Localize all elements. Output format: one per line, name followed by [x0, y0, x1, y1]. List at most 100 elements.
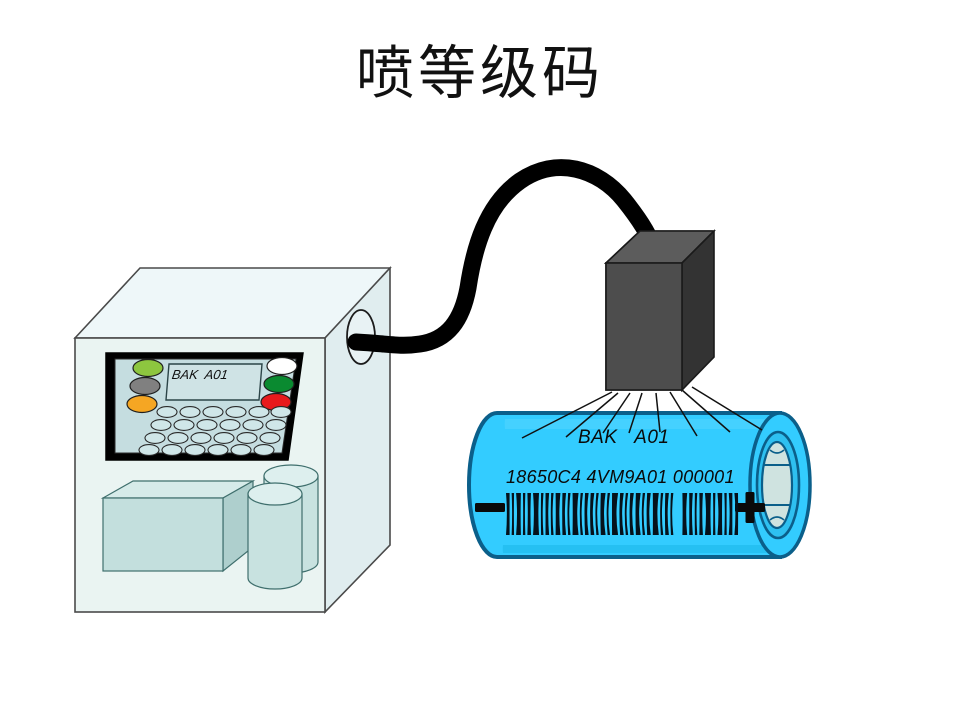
- spray-line: [602, 392, 631, 434]
- keypad-key[interactable]: [270, 406, 292, 418]
- barcode-bar: [567, 493, 571, 535]
- terminal-vent-line: [769, 449, 785, 454]
- barcode-bar: [562, 493, 567, 535]
- lcd-display[interactable]: [165, 363, 263, 401]
- button-gray[interactable]: [129, 376, 161, 396]
- keypad-key[interactable]: [156, 406, 178, 418]
- keypad-row[interactable]: [144, 432, 281, 444]
- button-orange[interactable]: [126, 394, 158, 414]
- keypad-key[interactable]: [242, 419, 264, 431]
- keypad-key[interactable]: [253, 444, 275, 456]
- keypad-key[interactable]: [173, 419, 195, 431]
- barcode-bar: [629, 493, 634, 535]
- keypad-key[interactable]: [259, 432, 281, 444]
- barcode-bar: [579, 493, 583, 535]
- button-white[interactable]: [266, 356, 298, 376]
- front-drawer[interactable]: [100, 479, 256, 573]
- barcode-bar: [572, 493, 579, 535]
- keypad-key[interactable]: [144, 432, 166, 444]
- barcode-bar: [682, 493, 688, 535]
- keypad-key[interactable]: [202, 406, 224, 418]
- battery-shade: [502, 545, 778, 553]
- keypad-key[interactable]: [236, 432, 258, 444]
- barcode-bar: [734, 493, 739, 535]
- barcode-bar: [728, 493, 733, 535]
- barcode-bar: [670, 493, 674, 535]
- keypad-key[interactable]: [184, 444, 206, 456]
- barcode-bar: [516, 493, 521, 535]
- spray-line: [628, 392, 643, 434]
- keypad-key[interactable]: [265, 419, 287, 431]
- barcode-bar: [584, 493, 589, 535]
- barcode-bar: [595, 493, 599, 535]
- barcode-bar: [550, 493, 554, 535]
- keypad-key[interactable]: [150, 419, 172, 431]
- barcode-bar: [635, 493, 641, 535]
- barcode-bar: [555, 493, 561, 535]
- spray-line: [655, 392, 661, 433]
- battery-barcode: [506, 493, 739, 535]
- barcode-bar: [619, 493, 624, 535]
- barcode-bar: [606, 493, 611, 535]
- positive-terminal-marker: [735, 492, 765, 523]
- keypad-key[interactable]: [167, 432, 189, 444]
- barcode-bar: [611, 493, 619, 535]
- barcode-bar: [660, 493, 664, 535]
- spray-lines: [521, 386, 763, 439]
- keypad-key[interactable]: [161, 444, 183, 456]
- keypad-key[interactable]: [213, 432, 235, 444]
- negative-terminal-marker: [475, 503, 505, 512]
- keypad-key[interactable]: [230, 444, 252, 456]
- keypad-key[interactable]: [248, 406, 270, 418]
- barcode-bar: [699, 493, 703, 535]
- printer-control-panel[interactable]: [105, 352, 304, 461]
- print-head[interactable]: [603, 229, 716, 393]
- keypad-key[interactable]: [138, 444, 160, 456]
- barcode-bar: [545, 493, 550, 535]
- spray-line: [565, 392, 619, 438]
- print-head-cable: [347, 159, 663, 354]
- barcode-bar: [506, 493, 510, 535]
- barcode-bar: [652, 493, 659, 535]
- barcode-bar: [664, 493, 669, 535]
- battery-sheen: [504, 419, 778, 429]
- cylindrical-battery-18650[interactable]: [467, 411, 812, 559]
- keypad-row[interactable]: [138, 444, 275, 456]
- spray-line: [681, 389, 731, 433]
- barcode-bar: [717, 493, 723, 535]
- keypad-row[interactable]: [156, 406, 292, 418]
- terminal-inner: [760, 440, 794, 530]
- terminal-vent-line: [769, 516, 785, 521]
- spray-line: [669, 391, 698, 437]
- barcode-bar: [527, 493, 531, 535]
- barcode-bar: [540, 493, 544, 535]
- keypad-row[interactable]: [150, 419, 287, 431]
- keypad-key[interactable]: [179, 406, 201, 418]
- keypad-key[interactable]: [190, 432, 212, 444]
- positive-terminal-cap[interactable]: [748, 411, 812, 559]
- barcode-bar: [689, 493, 693, 535]
- ink-cylinder-front[interactable]: [247, 482, 303, 590]
- barcode-bar: [641, 493, 646, 535]
- spray-line: [521, 391, 613, 439]
- barcode-bar: [624, 493, 629, 535]
- battery-printed-code: BAK A01: [578, 427, 670, 448]
- keypad-key[interactable]: [225, 406, 247, 418]
- keypad-key[interactable]: [207, 444, 229, 456]
- page-title: 喷等级码: [355, 41, 604, 106]
- battery-serial-label: 18650C4 4VM9A01 000001: [506, 467, 735, 487]
- lcd-display-value: BAK A01: [170, 367, 229, 382]
- keypad[interactable]: [138, 406, 292, 456]
- barcode-bar: [646, 493, 651, 535]
- button-green[interactable]: [132, 358, 164, 378]
- barcode-bar: [600, 493, 606, 535]
- cylinder-front-body: [247, 493, 303, 590]
- keypad-key[interactable]: [196, 419, 218, 431]
- drawer-front: [102, 497, 224, 572]
- button-darkgreen[interactable]: [263, 374, 295, 394]
- spray-line: [691, 386, 763, 431]
- printer-machine[interactable]: [73, 265, 392, 614]
- keypad-key[interactable]: [219, 419, 241, 431]
- barcode-bar: [694, 493, 698, 535]
